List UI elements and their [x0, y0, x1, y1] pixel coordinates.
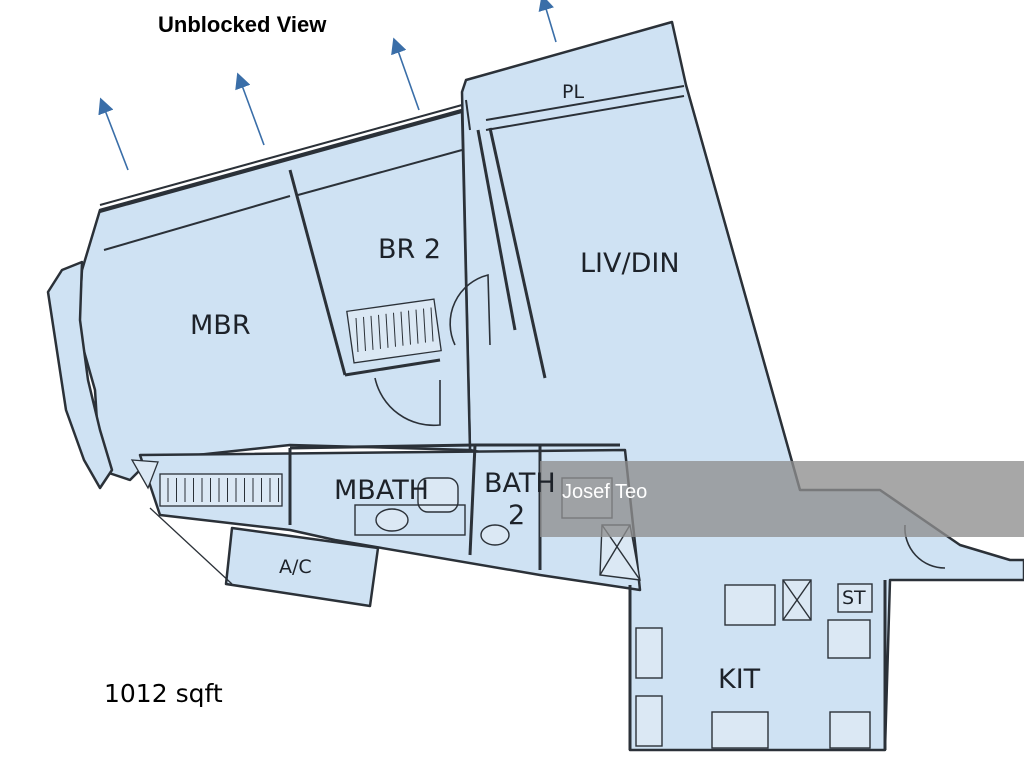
door-br2	[449, 273, 491, 346]
wardrobe-hatching	[167, 307, 434, 502]
living-dining-block	[460, 20, 1024, 752]
window-line	[485, 95, 685, 131]
window-line	[687, 91, 801, 491]
wc-mbath	[417, 477, 459, 513]
wall-br2-left	[288, 169, 347, 376]
hatch-line	[408, 310, 411, 345]
counter-bottom	[635, 695, 663, 747]
wall-mbath-top	[289, 443, 476, 450]
wall-br2-bottom	[344, 358, 441, 377]
floor-area	[46, 20, 1024, 752]
floor-area-label: 1012 sqft	[104, 679, 223, 708]
washer-cross	[782, 579, 812, 621]
hatch-line	[385, 313, 389, 348]
hatch-line	[363, 316, 366, 351]
window-line	[99, 104, 463, 206]
wardrobe-mbr	[159, 473, 283, 507]
ac-corner	[130, 459, 233, 585]
window-line	[465, 99, 471, 131]
basin-bath2	[480, 524, 510, 546]
vanity-mbath	[354, 504, 466, 536]
room-label-mbr: MBR	[190, 310, 251, 341]
room-label-br2: BR 2	[378, 234, 441, 265]
kitchen-fixtures	[635, 579, 873, 749]
ac-corner-mark	[130, 459, 159, 490]
ac-diagonal	[149, 507, 233, 585]
basin-mbath	[375, 508, 409, 532]
window-line	[99, 111, 463, 213]
hatch-line	[370, 315, 374, 350]
wall-liv-left	[488, 127, 547, 379]
watermark-band	[540, 461, 1024, 537]
counter-right	[827, 619, 871, 659]
view-arrow	[538, 0, 557, 43]
window-line	[297, 149, 463, 196]
interior-walls	[288, 127, 887, 750]
view-arrow	[235, 72, 265, 146]
hatch-line	[415, 309, 419, 344]
view-arrow	[98, 97, 129, 171]
mbr-bay-window	[46, 260, 114, 490]
view-heading: Unblocked View	[158, 12, 327, 37]
wall-br2-right	[476, 129, 517, 331]
room-label-mbath: MBATH	[334, 475, 429, 506]
hatch-line	[423, 308, 426, 343]
watermark: Josef Teo	[562, 481, 647, 503]
room-label-pl: PL	[562, 81, 584, 103]
view-arrow	[391, 37, 420, 111]
room-label-bath2: BATH	[484, 468, 556, 499]
sink	[829, 711, 871, 749]
window-frames	[99, 85, 801, 491]
room-label-livdin: LIV/DIN	[580, 248, 680, 279]
room-label-kit: KIT	[718, 664, 761, 695]
ac-ledge	[224, 526, 380, 608]
hatch-line	[400, 311, 404, 346]
wall-mbath-right	[468, 444, 477, 556]
hob	[711, 711, 769, 749]
hatch-line	[378, 314, 381, 349]
room-label-bath2-number: 2	[508, 500, 525, 531]
window-line	[485, 85, 685, 121]
fridge	[724, 584, 776, 626]
window-line	[103, 195, 291, 251]
view-arrows	[98, 0, 557, 171]
wardrobe-br2	[346, 298, 442, 364]
hatch-line	[355, 317, 359, 353]
bedroom-wing	[76, 108, 472, 482]
store-box	[837, 583, 873, 613]
hatch-line	[393, 312, 396, 347]
hatch-line	[430, 307, 434, 342]
room-label-ac: A/C	[279, 556, 312, 578]
room-label-st: ST	[842, 587, 866, 609]
counter-left	[635, 627, 663, 679]
door-mbr	[374, 377, 441, 427]
